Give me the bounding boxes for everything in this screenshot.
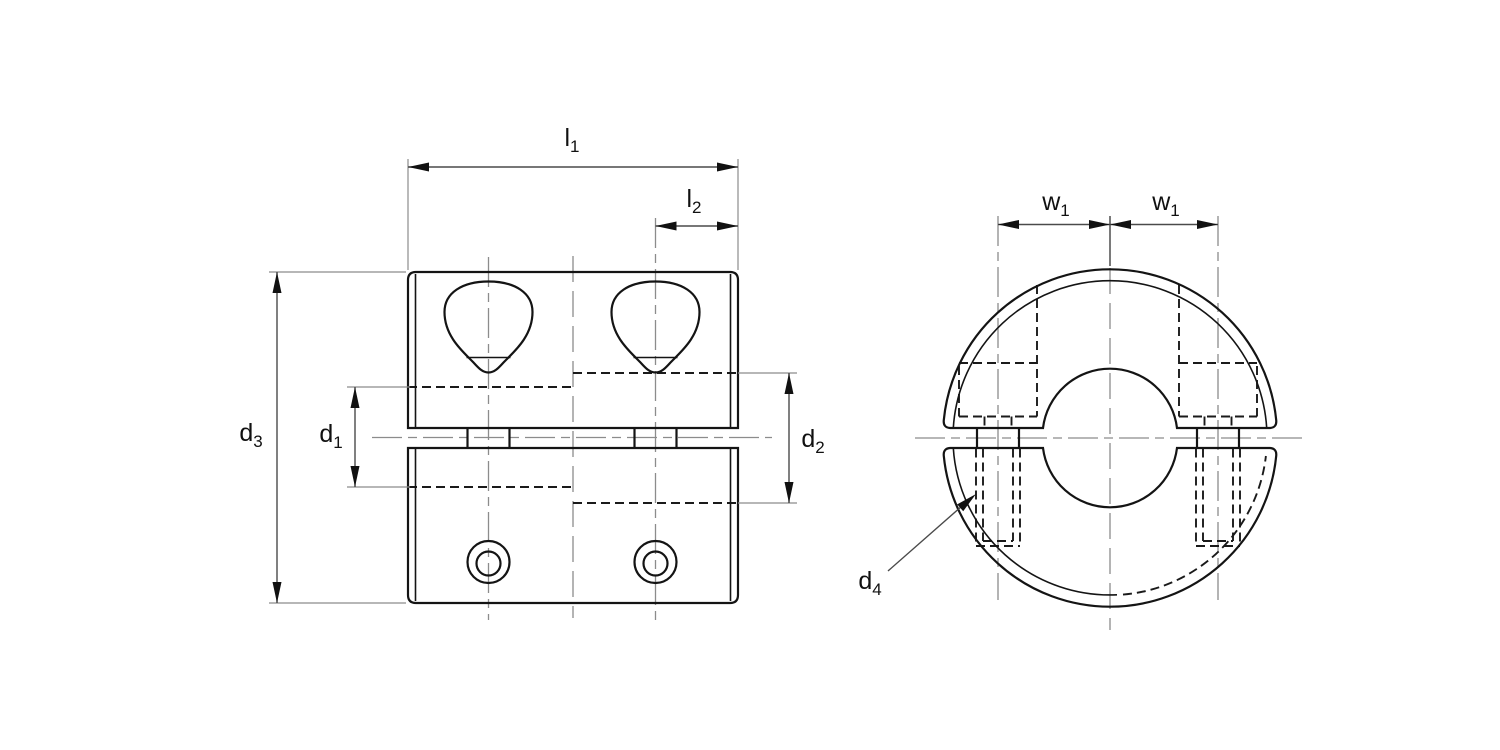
d2-arrow-bottom	[784, 482, 794, 503]
dimension-d1: d1	[319, 386, 410, 488]
dimension-d4: d4	[858, 494, 976, 599]
screw-holes-bottom	[466, 539, 678, 585]
d3-arrow-bottom	[272, 582, 282, 603]
dim-label-d1: d1	[319, 420, 342, 452]
w1-left-arrow-outer	[998, 220, 1019, 229]
w1-right-arrow-outer	[1197, 220, 1218, 229]
d2-arrow-top	[784, 373, 794, 394]
lower-half-outline	[942, 446, 1278, 608]
l2-arrow-left	[655, 221, 677, 231]
screw-hole-right-outer	[633, 539, 678, 585]
d4-leader-arrow	[957, 494, 976, 512]
dimension-d3: d3	[239, 271, 406, 604]
screw-pockets-top	[443, 280, 701, 374]
screw-hole-left-outer	[466, 539, 511, 585]
screw-hole-right-inner	[642, 550, 669, 577]
l1-arrow-right	[717, 162, 738, 172]
d1-arrow-bottom	[350, 466, 360, 487]
w1-right-arrow-inner	[1110, 220, 1131, 229]
dim-label-l2: l2	[686, 185, 701, 217]
lower-chamfer-arc	[952, 447, 1118, 596]
side-view-centerlines	[372, 218, 772, 620]
screw-pocket-left	[443, 280, 534, 374]
dimension-l2: l2	[655, 185, 738, 231]
end-view: w1 w1 d4	[858, 188, 1302, 630]
upper-chamfer-arc	[952, 279, 1268, 429]
l2-arrow-right	[717, 221, 738, 231]
screw-hole-left-inner	[475, 550, 502, 577]
dim-label-d4: d4	[858, 567, 881, 599]
end-view-hidden-lower	[975, 448, 1267, 596]
hidden-chamfer-arc	[1122, 455, 1267, 596]
dimension-d2: d2	[738, 372, 825, 504]
l1-arrow-left	[408, 162, 429, 172]
d1-arrow-top	[350, 387, 360, 408]
d4-leader-line	[887, 505, 963, 572]
w1-left-arrow-inner	[1089, 220, 1110, 229]
end-view-body	[942, 268, 1278, 608]
upper-half-outline	[406, 270, 740, 430]
side-view-body	[406, 270, 740, 605]
dim-label-w1-right: w1	[1151, 188, 1180, 220]
d3-arrow-top	[272, 272, 282, 293]
dim-label-w1-left: w1	[1041, 188, 1070, 220]
upper-half-outline	[942, 268, 1278, 430]
dim-label-d3: d3	[239, 419, 262, 451]
dim-label-d2: d2	[801, 425, 824, 457]
screw-pocket-right	[610, 280, 701, 374]
dimension-l1: l1	[407, 124, 739, 270]
side-view: l1 l2 d3 d1	[239, 124, 825, 620]
end-view-hidden-upper	[958, 285, 1258, 428]
dimension-w1: w1 w1	[998, 188, 1218, 266]
lower-half-outline	[406, 446, 740, 605]
end-view-centerlines	[915, 216, 1302, 630]
dim-label-l1: l1	[564, 124, 579, 156]
